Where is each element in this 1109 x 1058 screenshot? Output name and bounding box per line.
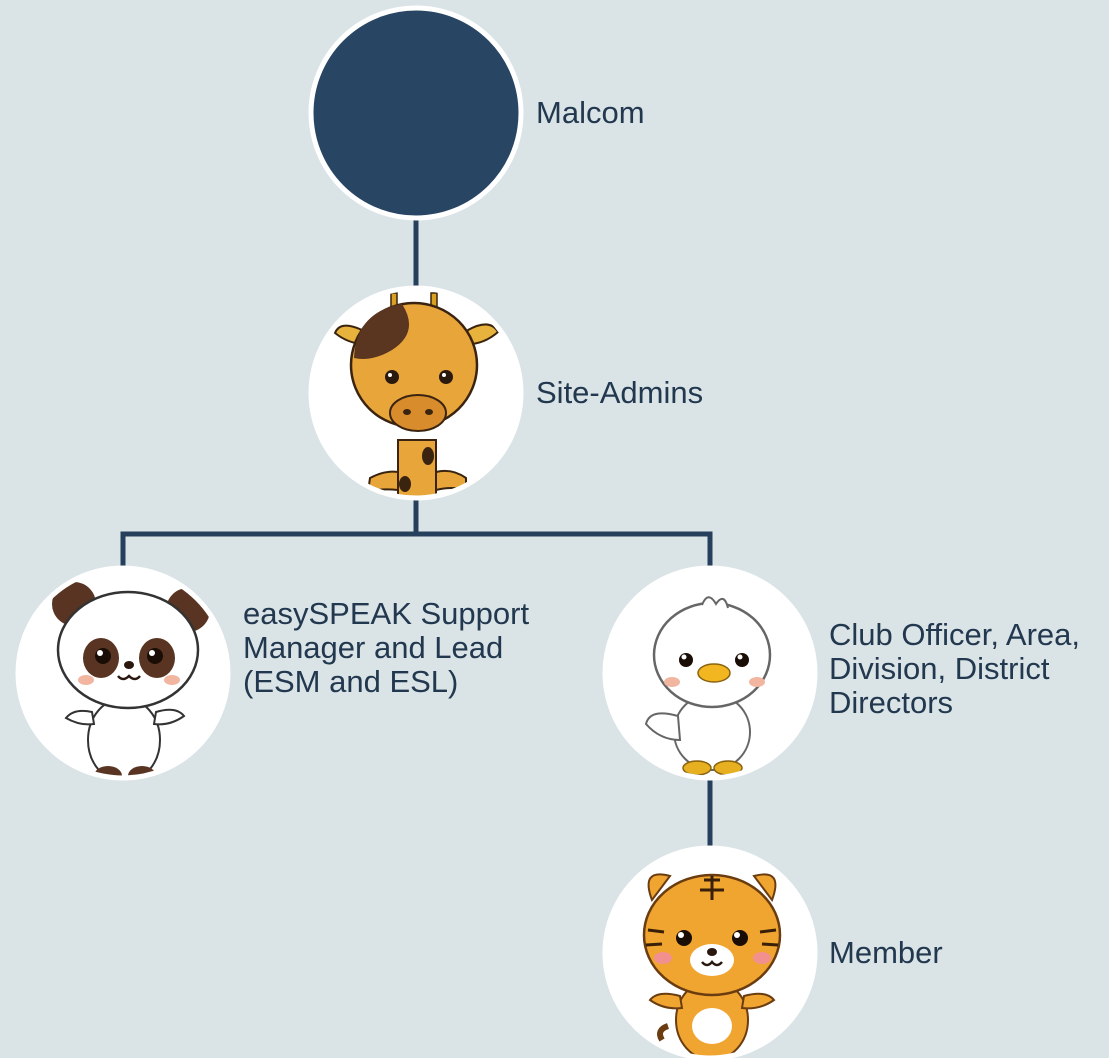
tiger-icon	[607, 850, 813, 1056]
connectors	[120, 215, 713, 851]
label-malcom: Malcom	[536, 95, 645, 130]
panda-icon	[20, 570, 226, 776]
label-esm-esl: easySPEAK Support Manager and Lead (ESM …	[243, 596, 530, 699]
chick-icon	[607, 570, 813, 776]
node-site-admins	[308, 285, 524, 501]
label-member: Member	[829, 935, 943, 970]
node-esm-esl	[15, 565, 231, 781]
label-club-officer: Club Officer, Area, Division, District D…	[829, 617, 1080, 720]
malcom-avatar	[308, 5, 524, 221]
node-club-officer	[602, 565, 818, 781]
label-site-admins: Site-Admins	[536, 375, 704, 410]
giraffe-icon	[313, 290, 519, 496]
node-member	[602, 845, 818, 1058]
node-malcom	[308, 5, 524, 221]
